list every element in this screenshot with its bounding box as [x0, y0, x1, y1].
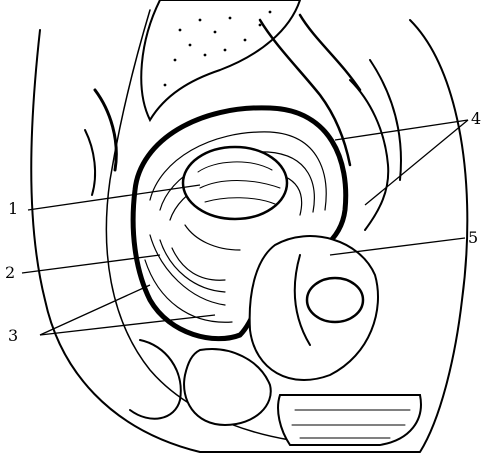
callout-label-5: 5 — [468, 228, 478, 247]
callout-label-2: 2 — [5, 263, 15, 282]
bladder-region — [250, 236, 378, 380]
callout-label-1: 1 — [8, 199, 18, 218]
callout-label-4: 4 — [471, 109, 481, 128]
leader-3a — [40, 285, 150, 335]
callout-label-3: 3 — [8, 326, 18, 345]
